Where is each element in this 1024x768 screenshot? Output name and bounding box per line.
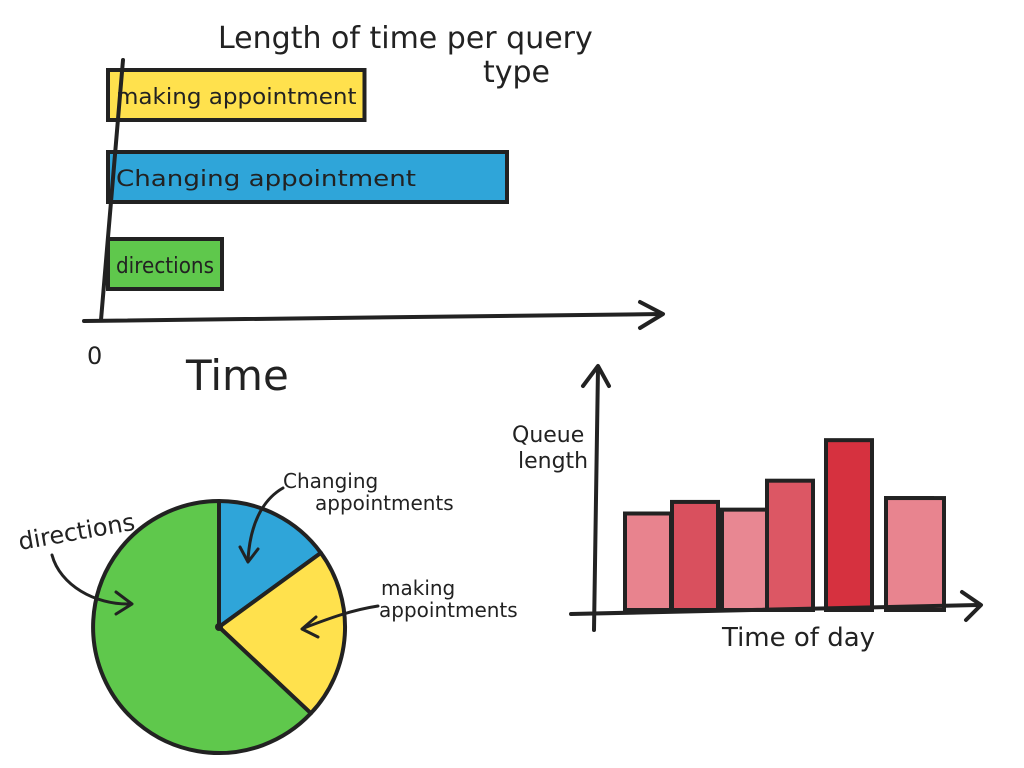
chart3-y-axis [592,366,600,632]
chart2-label-making-line2: appointments [379,598,518,622]
chart1-title-line2: type [483,55,550,90]
chart2-arrow-directions [50,553,132,606]
chart3-bar [623,511,673,612]
chart1-bar [106,150,509,204]
chart3-x-axis-label: Time of day [721,623,875,653]
chart3-bar [720,507,770,613]
query-time-bar-chart: Length of time per query type making app… [82,21,665,400]
chart2-label-changing-line2: appointments [315,491,454,515]
chart2-slice [217,550,347,716]
chart2-arrowhead-making [300,615,320,639]
chart2-slices [91,499,347,755]
chart2-arrowhead-directions [114,590,134,616]
chart3-bar [884,496,946,612]
chart2-arrow-making [302,604,380,630]
chart2-label-changing-line1: Changing [283,469,378,493]
chart1-bar [106,68,367,122]
chart1-bar [106,237,224,291]
chart3-x-axis-arrowhead [960,590,983,622]
chart3-bar [765,478,815,612]
chart1-bar-label: Changing appointment [116,167,416,192]
chart3-y-label-line2: length [518,449,588,474]
chart2-arrowhead-changing [238,545,260,564]
chart1-bar-label: directions [116,254,214,279]
chart2-arrow-changing [246,486,285,562]
chart1-title-line1: Length of time per query [218,21,593,56]
chart2-label-making-line1: making [381,576,455,600]
chart2-center-dot [215,623,223,631]
chart3-x-axis [569,603,980,616]
chart3-bar [824,438,874,612]
chart2-slice [217,499,323,629]
chart1-y-axis [99,58,125,322]
query-share-pie-chart: directions Changing appointments making … [16,469,518,755]
chart1-bar-label: making appointment [116,85,357,110]
chart3-bars [623,438,946,613]
chart3-y-label-line1: Queue [512,423,584,448]
chart2-slice [91,499,313,755]
chart3-bar [670,499,720,613]
queue-length-bar-chart: Queue length Time of day [512,364,983,653]
chart1-x-axis [82,312,664,323]
chart1-x-tick-label: 0 [87,342,102,370]
chart1-x-axis-arrowhead [638,300,665,330]
chart3-y-axis-arrowhead [581,364,611,388]
chart1-x-axis-label: Time [185,351,289,400]
